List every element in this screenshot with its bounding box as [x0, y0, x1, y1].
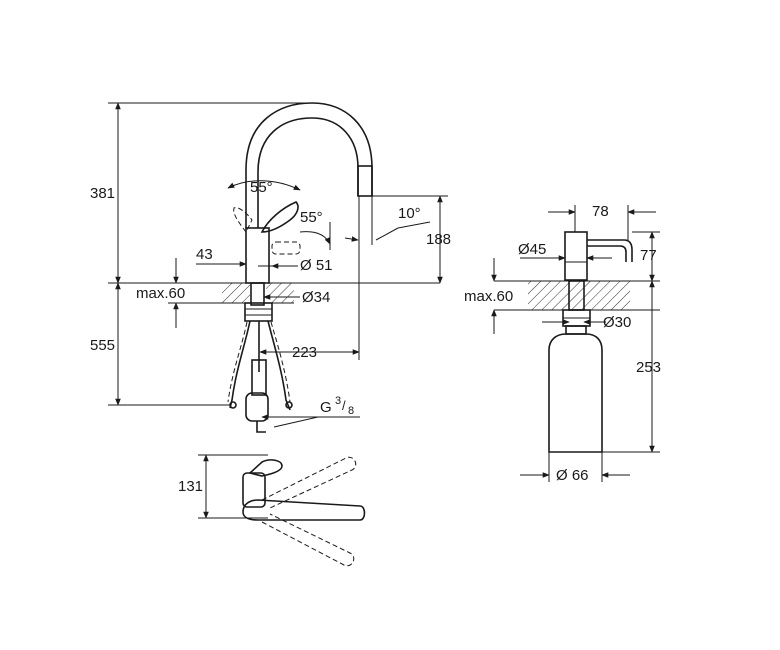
- lever-alt-position: [233, 207, 253, 233]
- label-223: 223: [292, 344, 317, 361]
- top-spout-alt-down: [261, 513, 355, 567]
- angle-arc-side: [299, 231, 331, 245]
- dispenser-counter-hatch: [528, 281, 630, 310]
- top-spout-alt-up: [261, 456, 357, 509]
- label-thread-num: 3: [335, 395, 341, 407]
- top-body: [242, 472, 266, 508]
- spout-neck: [245, 102, 373, 228]
- label-angle-55-side: 55°: [300, 209, 323, 226]
- spout-neck-inner: [257, 117, 359, 228]
- label-381: 381: [90, 185, 115, 202]
- faucet-body: [245, 227, 270, 284]
- label-dia30: Ø30: [603, 314, 631, 331]
- label-253: 253: [636, 359, 661, 376]
- label-angle-55-top: 55°: [250, 179, 273, 196]
- label-188: 188: [426, 231, 451, 248]
- lever: [260, 201, 299, 233]
- label-angle-10: 10°: [398, 205, 421, 222]
- hose-pattern-right: [270, 321, 291, 403]
- label-max60-faucet: max.60: [136, 285, 185, 302]
- top-spout: [242, 499, 366, 521]
- label-dia51: Ø 51: [300, 257, 333, 274]
- hose-right: [267, 320, 291, 411]
- top-lever: [248, 459, 283, 477]
- spray-head: [357, 165, 373, 197]
- lever-side-position: [271, 241, 301, 255]
- dispenser-neck: [565, 325, 587, 335]
- dispenser-head: [564, 231, 588, 281]
- label-131: 131: [178, 478, 203, 495]
- hose-pattern-left: [227, 321, 248, 403]
- faucet-top-view: 131: [178, 454, 366, 567]
- label-555: 555: [90, 337, 115, 354]
- label-thread-g: G: [320, 399, 332, 416]
- label-dia34: Ø34: [302, 289, 330, 306]
- faucet-front-view: 381 555 max.60 43 Ø 51 Ø34 55° 55° 10° 1…: [90, 102, 451, 433]
- svg-text:/: /: [342, 398, 346, 413]
- dispenser-nozzle: [587, 239, 633, 262]
- counterweight: [251, 359, 267, 396]
- label-dia45: Ø45: [518, 241, 546, 258]
- soap-dispenser: 78 Ø45 77 max.60 Ø30 253 Ø 66: [464, 203, 661, 484]
- counter-hatch-left: [222, 283, 250, 303]
- label-dia66: Ø 66: [556, 467, 589, 484]
- label-43: 43: [196, 246, 213, 263]
- angle-arc-spout: [344, 236, 359, 242]
- label-77: 77: [640, 247, 657, 264]
- faucet-shank: [250, 282, 265, 306]
- dispenser-bottle: [548, 333, 603, 453]
- counter-hatch-right: [266, 283, 294, 303]
- hose-left: [229, 320, 251, 409]
- angle-arc-top: [227, 180, 301, 191]
- label-thread-den: 8: [348, 405, 354, 417]
- label-78: 78: [592, 203, 609, 220]
- label-max60-dispenser: max.60: [464, 288, 513, 305]
